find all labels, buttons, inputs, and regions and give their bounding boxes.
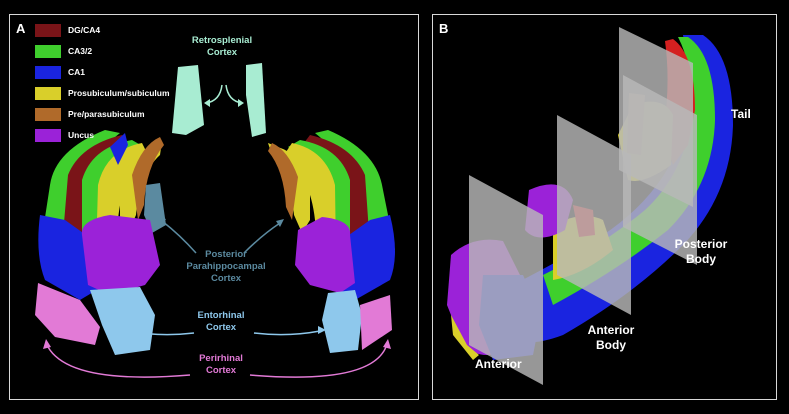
anterior-body-label: Anterior Body	[581, 323, 641, 353]
legend-swatch	[35, 45, 61, 58]
retrosplenial-left	[172, 65, 204, 135]
posterior-body-label: Posterior Body	[671, 237, 731, 267]
anterior-body-line2: Body	[596, 338, 626, 352]
legend-swatch	[35, 87, 61, 100]
retrosplenial-line1: Retrosplenial	[191, 35, 253, 46]
entorhinal-line1: Entorhinal	[197, 310, 245, 321]
panel-b-label: B	[439, 21, 449, 36]
anterior-body-line1: Anterior	[587, 323, 635, 337]
tail-label: Tail	[731, 107, 751, 121]
legend-label: CA1	[68, 67, 86, 77]
panel-b: B Tail Posterior Body Anterior Body Ante…	[432, 14, 777, 400]
plane-tail	[619, 27, 693, 207]
anterior-label: Anterior	[475, 357, 522, 371]
plane-anterior	[469, 175, 543, 385]
legend-label: Uncus	[68, 130, 94, 140]
panel-a-illustration	[35, 63, 395, 378]
legend-swatch	[35, 24, 61, 37]
plane-anterior-body	[557, 115, 631, 315]
legend-label: CA3/2	[68, 46, 93, 56]
retrosplenial-right	[246, 63, 266, 137]
legend-label: Prosubiculum/subiculum	[68, 88, 170, 98]
retrosplenial-label: Retrosplenial Cortex	[180, 35, 264, 59]
legend-label: Pre/parasubiculum	[68, 109, 145, 119]
legend-swatch	[35, 108, 61, 121]
right-hippocampus	[268, 130, 395, 353]
legend-swatch	[35, 66, 61, 79]
panel-b-illustration	[447, 27, 733, 385]
legend-swatch	[35, 129, 61, 142]
posterior-body-line1: Posterior	[674, 237, 728, 251]
perirhinal-label: Perirhinal Cortex	[186, 353, 256, 377]
parahippocampal-line1: Posterior	[205, 249, 247, 260]
posterior-body-line2: Body	[686, 252, 716, 266]
parahippocampal-label: Posterior Parahippocampal Cortex	[176, 249, 276, 285]
perirhinal-line1: Perirhinal	[199, 353, 243, 364]
left-hippocampus	[35, 130, 166, 355]
parahippocampal-line3: Cortex	[210, 273, 242, 284]
parahippocampal-line2: Parahippocampal	[186, 261, 266, 272]
legend-label: DG/CA4	[68, 25, 101, 35]
perirhinal-line2: Cortex	[205, 365, 237, 376]
retrosplenial-line2: Cortex	[206, 47, 238, 58]
entorhinal-label: Entorhinal Cortex	[186, 310, 256, 334]
panel-a-label: A	[16, 21, 26, 36]
entorhinal-line2: Cortex	[205, 322, 237, 333]
